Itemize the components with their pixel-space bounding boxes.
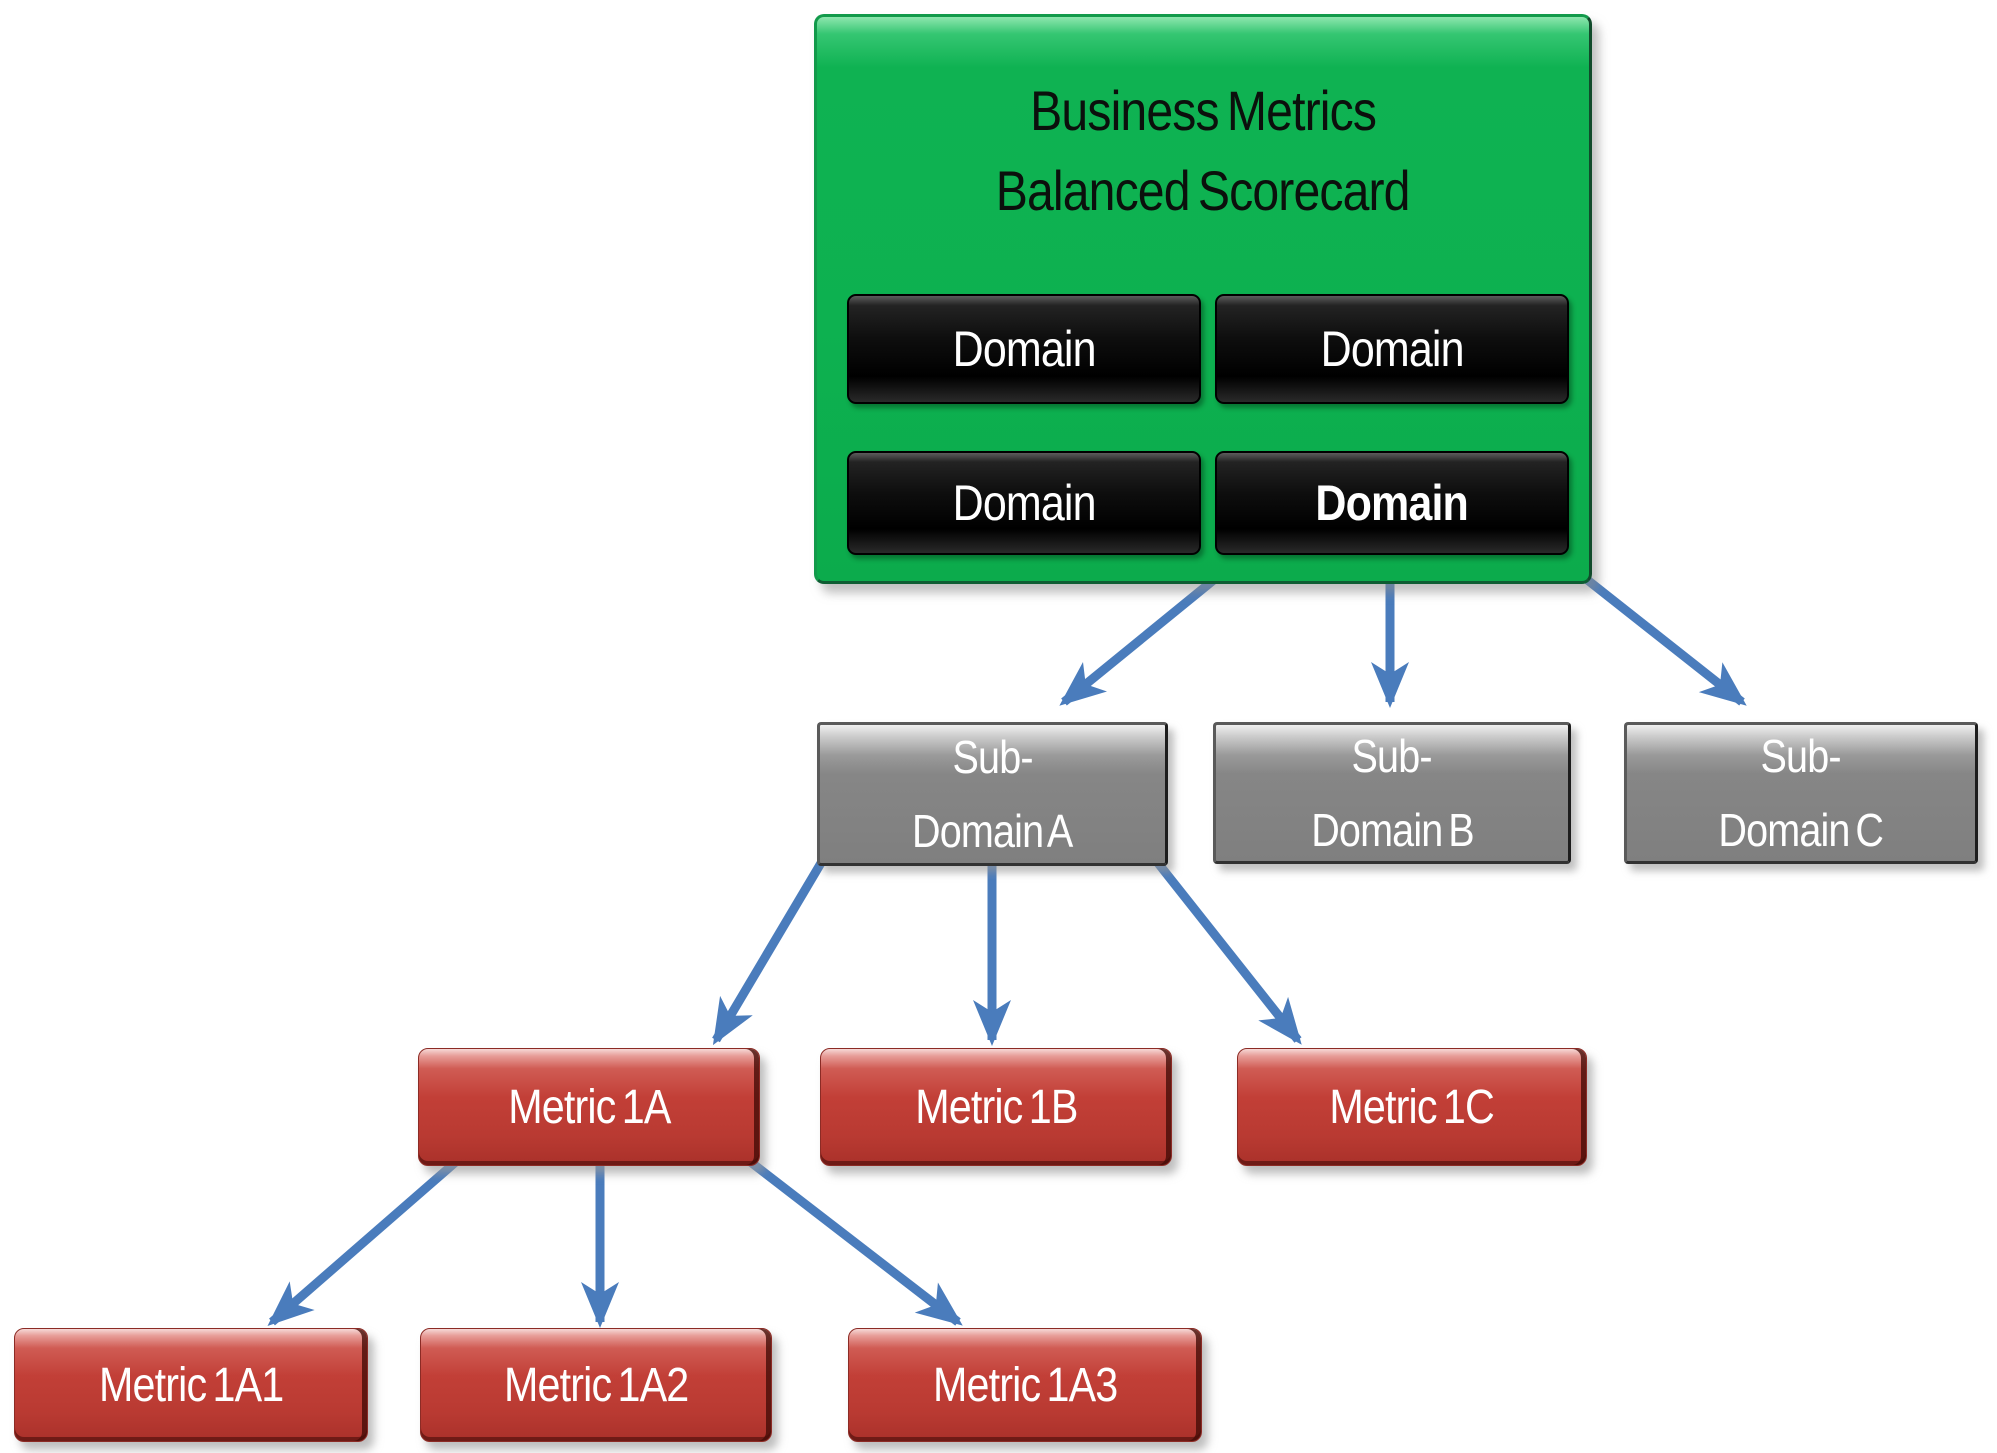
domain-button-1: Domain: [847, 294, 1201, 404]
metric-1b-box: Metric 1B: [820, 1048, 1172, 1166]
metric-1c-box: Metric 1C: [1237, 1048, 1587, 1166]
arrow-subdomain-a-to-metric-1a: [712, 855, 828, 1046]
arrow-metric-1a-to-metric-1a3: [745, 1156, 963, 1326]
scorecard-title-line1: Business Metrics: [1030, 79, 1377, 142]
scorecard-title-line2: Balanced Scorecard: [996, 159, 1411, 222]
metric-1a1-label: Metric 1A1: [98, 1358, 284, 1412]
metric-1a1-box: Metric 1A1: [14, 1328, 368, 1442]
subdomain-a-line1: Sub-: [952, 731, 1033, 783]
metric-1a2-box: Metric 1A2: [420, 1328, 772, 1442]
metric-1a3-box: Metric 1A3: [848, 1328, 1202, 1442]
domain-button-1-label: Domain: [952, 321, 1096, 377]
subdomain-c-box: Sub- Domain C: [1624, 722, 1978, 864]
scorecard-title: Business Metrics Balanced Scorecard: [817, 71, 1589, 231]
metric-1a3-label: Metric 1A3: [932, 1358, 1118, 1412]
subdomain-c-line2: Domain C: [1718, 804, 1885, 856]
metric-1b-label: Metric 1B: [914, 1080, 1078, 1134]
metric-1a-label: Metric 1A: [507, 1080, 671, 1134]
subdomain-b-box: Sub- Domain B: [1213, 722, 1571, 864]
subdomain-a-box: Sub- Domain A: [817, 722, 1168, 866]
metric-1a2-label: Metric 1A2: [503, 1358, 689, 1412]
arrow-subdomain-a-to-metric-1c: [1150, 855, 1302, 1045]
metric-1a-box: Metric 1A: [418, 1048, 760, 1166]
subdomain-a-line2: Domain A: [912, 805, 1073, 857]
arrow-metric-1a-to-metric-1a1: [267, 1156, 461, 1326]
domain-button-4: Domain: [1215, 451, 1569, 555]
scorecard-box: Business Metrics Balanced Scorecard Doma…: [814, 14, 1592, 584]
domain-button-3: Domain: [847, 451, 1201, 555]
domain-button-4-label: Domain: [1315, 475, 1469, 531]
metric-1c-label: Metric 1C: [1329, 1080, 1495, 1134]
domain-button-2: Domain: [1215, 294, 1569, 404]
subdomain-b-line1: Sub-: [1351, 730, 1433, 782]
domain-button-2-label: Domain: [1320, 321, 1464, 377]
subdomain-b-line2: Domain B: [1310, 804, 1474, 856]
subdomain-c-line1: Sub-: [1760, 730, 1842, 782]
domain-button-3-label: Domain: [952, 475, 1096, 531]
